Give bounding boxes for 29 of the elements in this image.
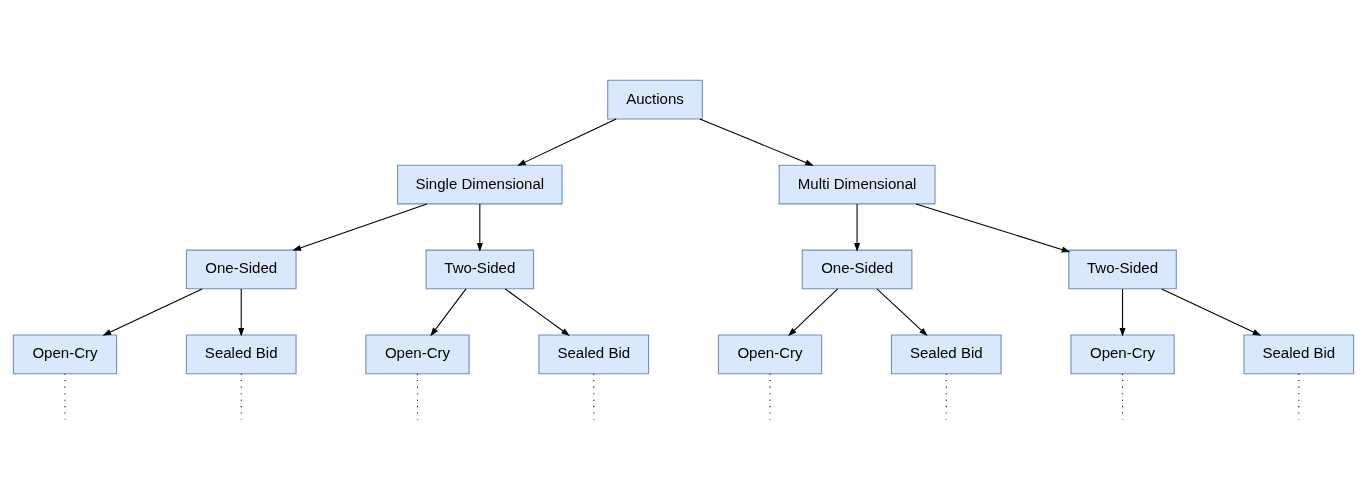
node-box: Two-Sided [1068,249,1177,290]
node-box: One-Sided [801,249,913,290]
node-box: Multi Dimensional [778,164,936,205]
node-box: Single Dimensional [397,164,563,205]
node-box: One-Sided [185,249,297,290]
arrow [517,118,617,166]
node-box: Two-Sided [425,249,535,290]
arrow [1161,288,1262,336]
node-box: Sealed Bid [538,334,650,375]
arrow [788,288,839,337]
arrow [238,288,245,337]
arrow [854,203,861,252]
arrow [699,118,814,166]
node-box: Auctions [607,79,703,120]
node-box: Open-Cry [717,334,823,375]
arrow [876,288,928,337]
node-box: Sealed Bid [1243,334,1355,375]
arrow [1119,288,1126,337]
node-box: Sealed Bid [185,334,297,375]
arrow [504,288,570,336]
node-box: Open-Cry [12,334,118,375]
arrow [102,288,203,336]
arrow [915,203,1071,253]
arrow [292,203,428,251]
node-box: Open-Cry [365,334,470,375]
node-box: Sealed Bid [890,334,1002,375]
node-box: Open-Cry [1070,334,1175,375]
arrow [430,288,467,337]
arrow [476,203,483,252]
